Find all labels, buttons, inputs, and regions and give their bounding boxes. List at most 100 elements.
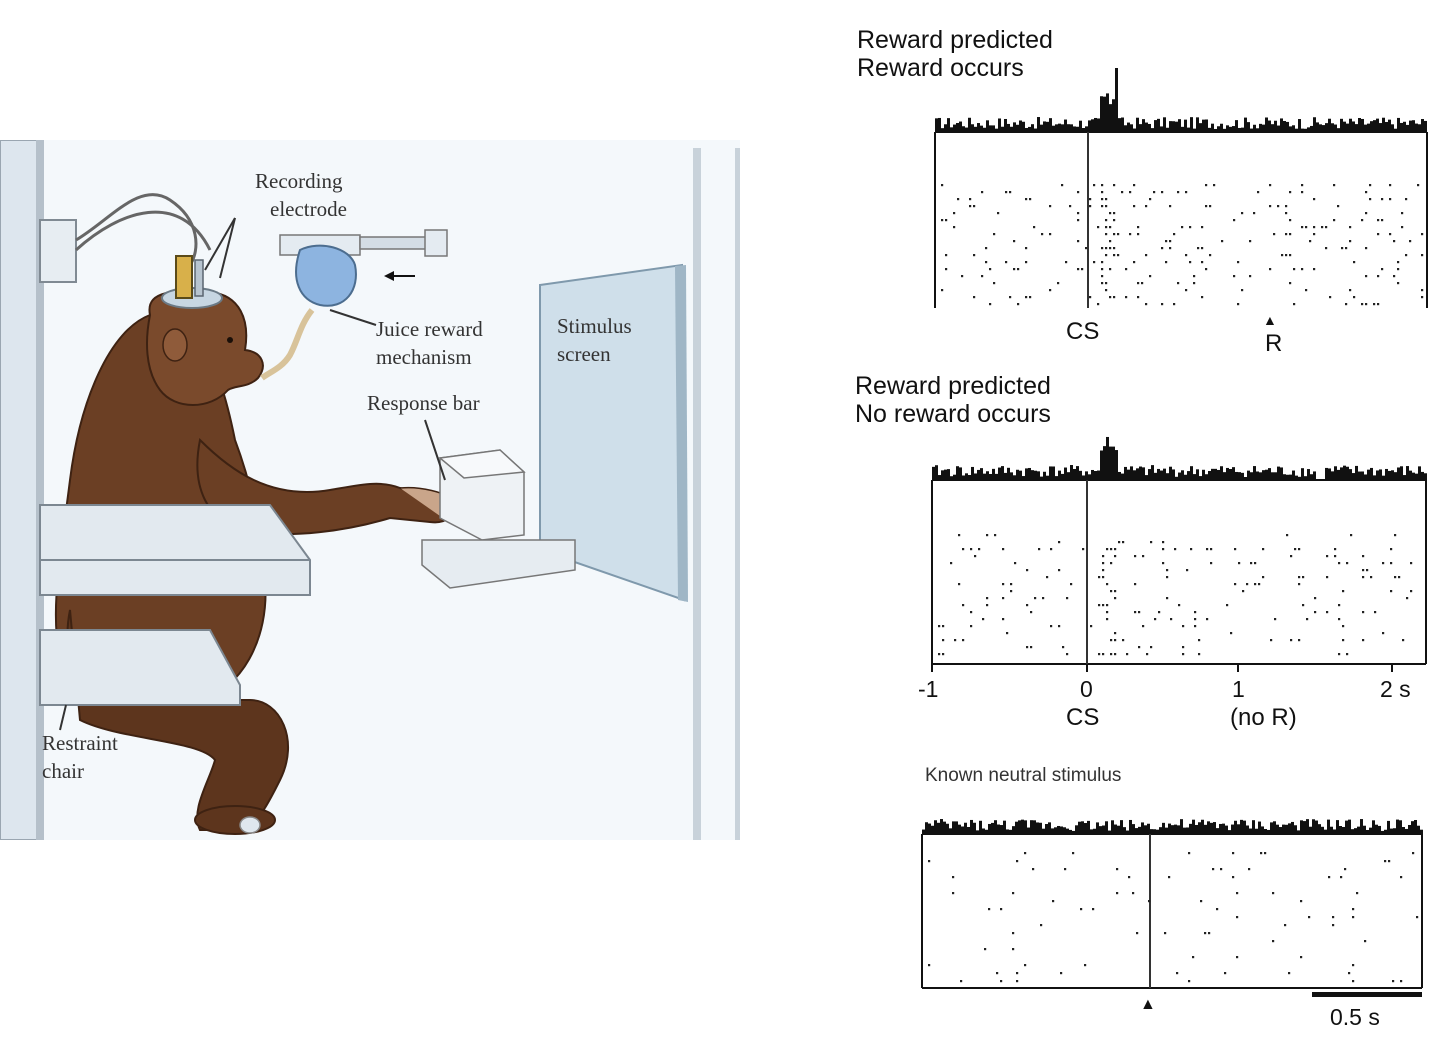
spike-dot [1352,964,1355,967]
spike-dot [1121,191,1124,194]
histogram-bar [959,121,962,132]
spike-dot [1049,205,1052,208]
spike-dot [1205,205,1208,208]
histogram-bar [1337,128,1340,132]
spike-dot [1110,639,1113,642]
spike-dot [1041,233,1044,236]
spike-dot [1032,868,1035,871]
histogram-bar [1364,124,1367,132]
histogram-bar [1309,826,1312,834]
histogram-bar [964,822,967,834]
histogram-bar [1108,830,1111,834]
histogram-bar [941,470,944,480]
spike-dot [1421,289,1424,292]
spike-dot [1326,576,1329,579]
histogram-bar [1306,819,1309,834]
histogram-bar [1334,466,1337,480]
spike-dot [1270,639,1273,642]
spike-dot [1077,212,1080,215]
spike-dot [1017,303,1020,306]
histogram-bar [1195,824,1198,834]
spike-dot [1346,653,1349,656]
spike-dot [1352,980,1355,983]
spike-dot [1137,296,1140,299]
histogram-bar [1382,475,1385,480]
spike-dot [1110,590,1113,593]
histogram-bar [1084,823,1087,834]
histogram-bar [1352,121,1355,132]
histogram-bar [1112,99,1115,132]
spike-dot [1421,233,1424,236]
spike-dot [1129,233,1132,236]
histogram-bar [1193,474,1196,480]
spike-dot [1388,860,1391,863]
spike-dot [1401,226,1404,229]
spike-dot [1188,852,1191,855]
spike-dot [1013,240,1016,243]
spike-dot [1348,972,1351,975]
spike-dot [1325,226,1328,229]
spike-dot [1097,226,1100,229]
histogram-bar [1163,468,1166,480]
spike-dot [1024,964,1027,967]
histogram-bar [1091,119,1094,132]
spike-dot [1109,240,1112,243]
histogram-bar [1301,128,1304,132]
spike-dot [1405,254,1408,257]
spike-dot [1064,868,1067,871]
histogram-bar [1313,117,1316,132]
x-tick-1: 1 [1232,676,1245,702]
histogram-bar [1285,824,1288,834]
spike-dot [1109,296,1112,299]
histogram-bar [1265,117,1268,132]
histogram-bar [1055,124,1058,132]
spike-dot [994,534,997,537]
spike-dot [1337,205,1340,208]
histogram-bar [1381,830,1384,834]
spike-dot [1205,268,1208,271]
histogram-bar [1183,827,1186,834]
histogram-bar [947,118,950,132]
histogram-bar [1045,824,1048,834]
spike-dot [1393,240,1396,243]
histogram-bar [1007,467,1010,480]
histogram-bar [1112,446,1115,480]
spike-dot [1365,191,1368,194]
spike-dot [1262,576,1265,579]
histogram-bar [995,128,998,132]
spike-dot [1332,924,1335,927]
histogram-bar [971,466,974,480]
histogram-bar [1408,824,1411,834]
spike-dot [985,247,988,250]
histogram-bar [1220,123,1223,132]
histogram-bar [1352,473,1355,480]
histogram-bar [1151,128,1154,132]
histogram-bar [992,468,995,480]
spike-dot [945,219,948,222]
spike-dot [1384,860,1387,863]
spike-dot [1105,282,1108,285]
spike-dot [1105,254,1108,257]
histogram-bar [940,819,943,834]
spike-dot [1362,555,1365,558]
histogram-bar [1190,117,1193,132]
spike-dot [1346,562,1349,565]
histogram-bar [1214,468,1217,480]
histogram-bar [1157,468,1160,480]
spike-dot [941,219,944,222]
spike-dot [1077,191,1080,194]
spike-dot [1177,282,1180,285]
histogram-bar [1148,123,1151,132]
histogram-bar [1288,823,1291,834]
histogram-bar [1181,470,1184,480]
histogram-bar [1330,826,1333,834]
spike-dot [1101,191,1104,194]
histogram-bar [1322,125,1325,132]
histogram-bar [1225,825,1228,834]
histogram-bar [1169,121,1172,132]
spike-dot [962,548,965,551]
histogram-bar [1148,469,1151,480]
histogram-bar [1357,826,1360,834]
histogram-bar [961,826,964,834]
histogram-bar [1019,470,1022,480]
